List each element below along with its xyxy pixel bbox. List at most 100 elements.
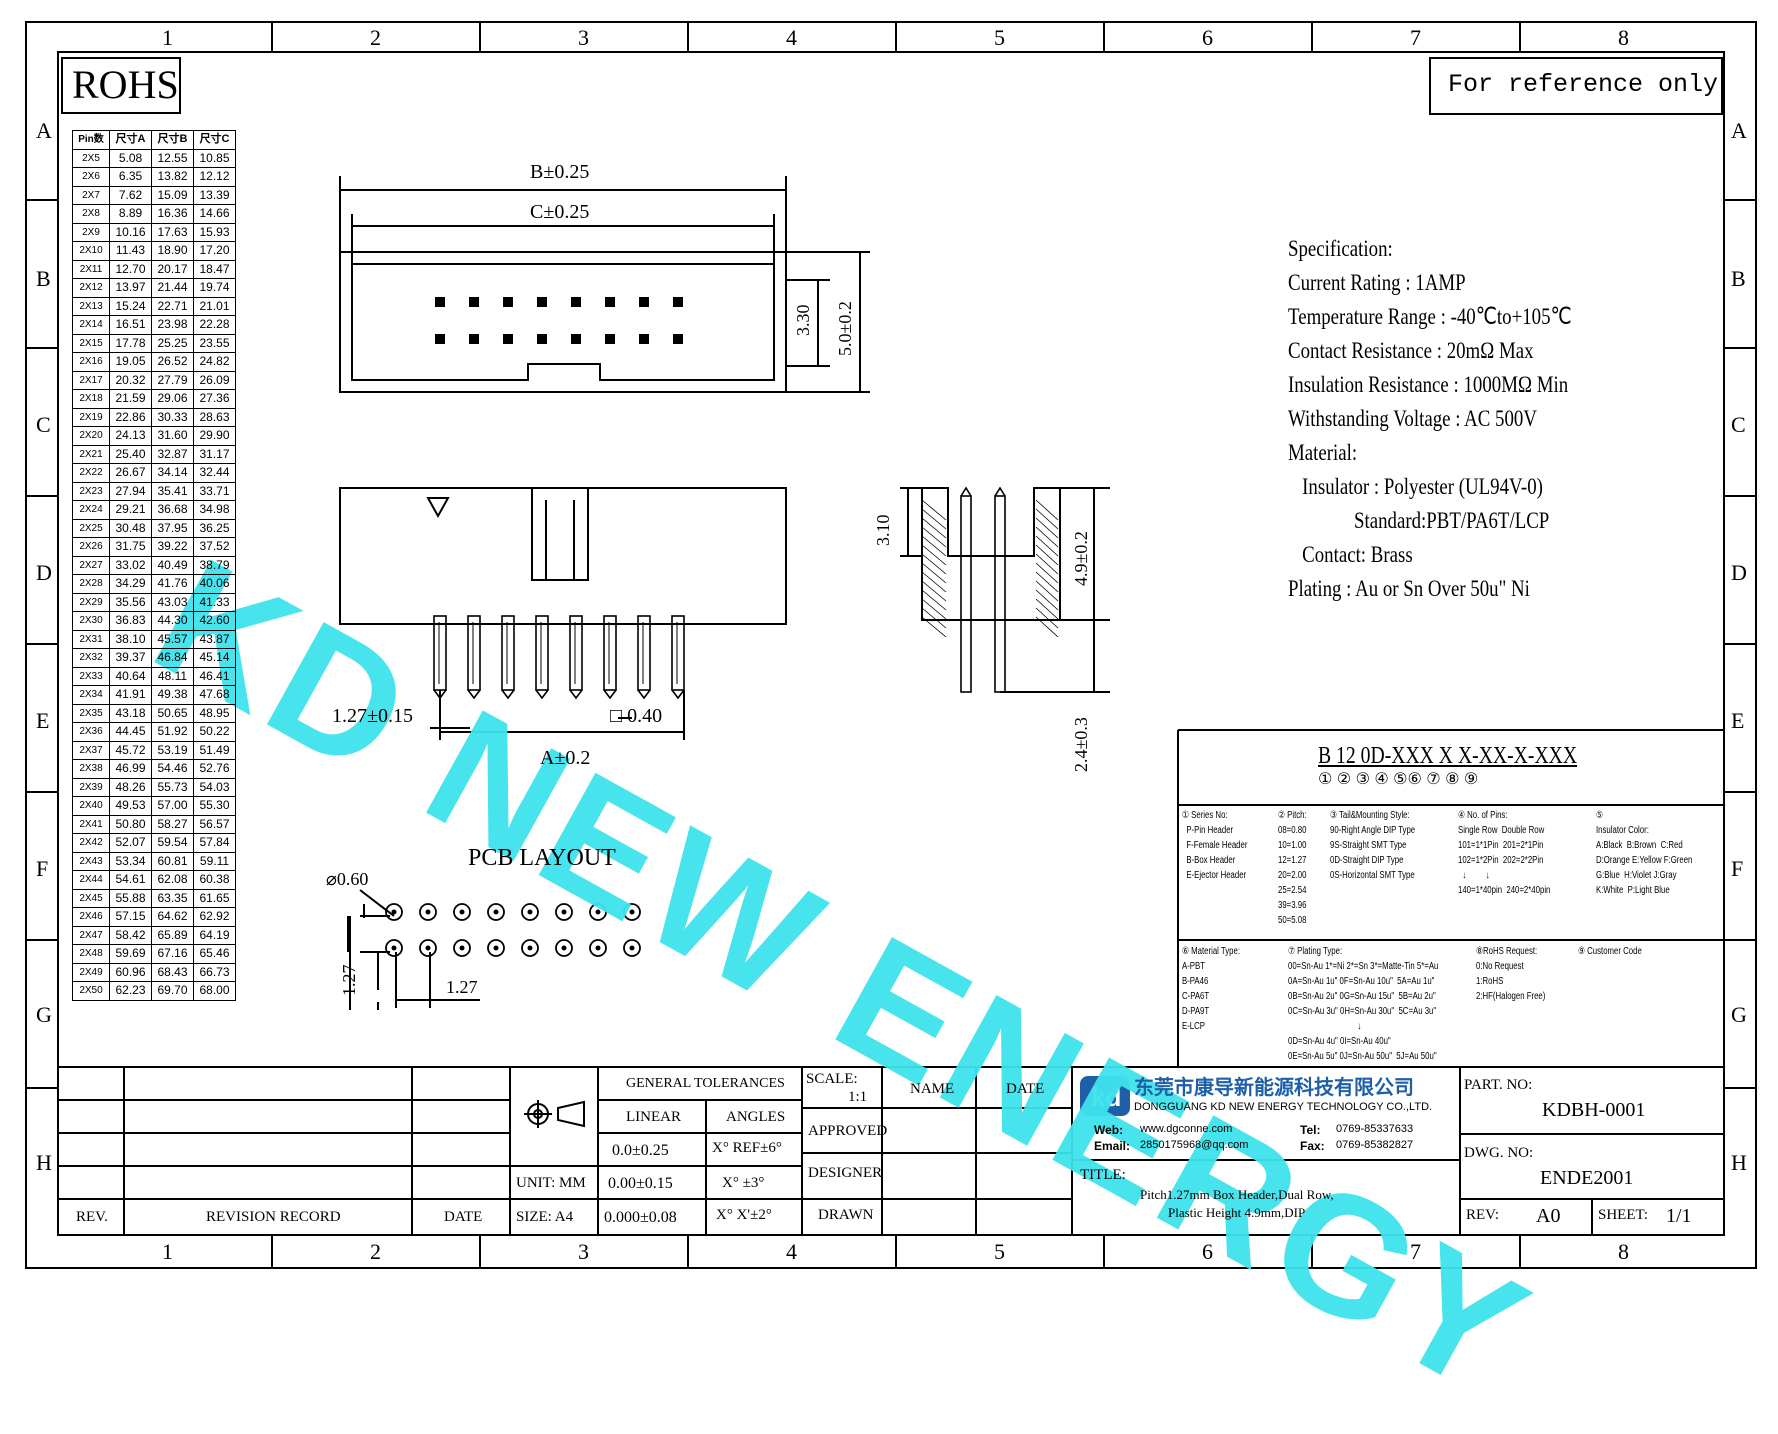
table-cell: 56.57 [193,814,236,834]
zone-label: 2 [370,25,381,50]
front-pin-tip [501,689,515,700]
table-cell: 59.54 [151,833,194,853]
dim-b: B±0.25 [530,161,590,183]
table-header: 尺寸B [151,130,194,150]
top-pin-upper [469,297,479,307]
table-cell: 32.87 [151,444,194,464]
table-cell: 60.96 [109,962,152,982]
pcb-hole-center [595,945,601,951]
pcb-hole-bottom [453,939,471,957]
top-pin-lower [503,334,513,344]
table-cell: 57.15 [109,907,152,927]
table-cell: 47.68 [193,685,236,705]
dim-49: 4.9±0.2 [1071,531,1091,586]
kd-logo: kd [1080,1076,1130,1116]
table-cell: 2X7 [72,185,110,205]
hatch [1035,553,1059,575]
pcb-dia: ⌀0.60 [326,869,369,889]
table-header: 尺寸C [193,130,236,150]
pcb-hole-center [527,945,533,951]
table-cell: 2X21 [72,444,110,464]
top-pin-upper [503,297,513,307]
legend-line: 20=2.00 [1278,870,1307,881]
hatch [1035,571,1059,593]
legend-line: 0C=Sn-Au 3u" 0H=Sn-Au 30u" 5C=Au 3u" [1288,1006,1437,1017]
svg-text:kd: kd [1091,1082,1121,1112]
table-cell: 2X16 [72,352,110,372]
table-cell: 2X14 [72,315,110,335]
table-cell: 25.40 [109,444,152,464]
zone-label: C [36,412,51,437]
table-cell: 2X37 [72,740,110,760]
table-cell: 11.43 [109,241,152,261]
table-cell: 59.11 [193,851,236,871]
legend-line: 10=1.00 [1278,840,1307,851]
zone-label: 4 [786,25,797,50]
table-cell: 2X6 [72,167,110,187]
zone-label: F [36,856,49,881]
table-cell: 52.07 [109,833,152,853]
pcb-hole-center [595,909,601,915]
table-cell: 2X19 [72,407,110,427]
table-cell: 60.81 [151,851,194,871]
legend-line: K:White P:Light Blue [1596,885,1670,896]
table-cell: 2X34 [72,685,110,705]
pcb-hole-top [385,903,403,921]
table-cell: 21.01 [193,296,236,316]
zone-label: D [1731,560,1747,585]
table-cell: 44.30 [151,611,194,631]
spec-line: Contact: Brass [1288,542,1413,567]
table-cell: 2X28 [72,574,110,594]
pcb-hole-center [459,909,465,915]
zone-label: 5 [994,25,1005,50]
hatch [1035,517,1059,539]
front-pin-tip [433,689,447,700]
table-cell: 15.24 [109,296,152,316]
pcb-hole-bottom [521,939,539,957]
legend-line: 1:RoHS [1476,976,1504,987]
front-pin [535,615,549,691]
legend-line: 0A=Sn-Au 1u" 0F=Sn-Au 10u" 5A=Au 1u" [1288,976,1435,987]
table-cell: 2X31 [72,629,110,649]
table-cell: 2X26 [72,537,110,557]
table-cell: 37.95 [151,518,194,538]
table-cell: 21.59 [109,389,152,409]
pcb-hole-center [425,909,431,915]
legend-line: 0D=Sn-Au 4u" 0I=Sn-Au 40u" [1288,1036,1391,1047]
table-cell: 54.03 [193,777,236,797]
legend-line: Insulator Color: [1596,825,1649,836]
table-cell: 2X20 [72,426,110,446]
fax-label: Fax: [1300,1139,1325,1153]
table-cell: 34.14 [151,463,194,483]
linear-header: LINEAR [626,1109,681,1125]
side-pin-tip [994,486,1006,497]
legend-line: ⑤ [1596,810,1603,821]
legend-line: 2:HF(Halogen Free) [1476,991,1546,1002]
table-cell: 2X23 [72,481,110,501]
pcb-hole-top [487,903,505,921]
table-cell: 35.56 [109,592,152,612]
table-cell: 22.86 [109,407,152,427]
table-cell: 12.55 [151,148,194,168]
hatch [1035,589,1059,611]
table-cell: 28.63 [193,407,236,427]
table-cell: 43.03 [151,592,194,612]
front-pin-tip [467,689,481,700]
zone-label: A [1731,118,1747,143]
pcb-hole-top [623,903,641,921]
table-cell: 2X46 [72,907,110,927]
front-pin-tip [671,689,685,700]
angle-1: X° REF±6° [712,1140,782,1156]
table-cell: 53.19 [151,740,194,760]
table-cell: 20.17 [151,259,194,279]
